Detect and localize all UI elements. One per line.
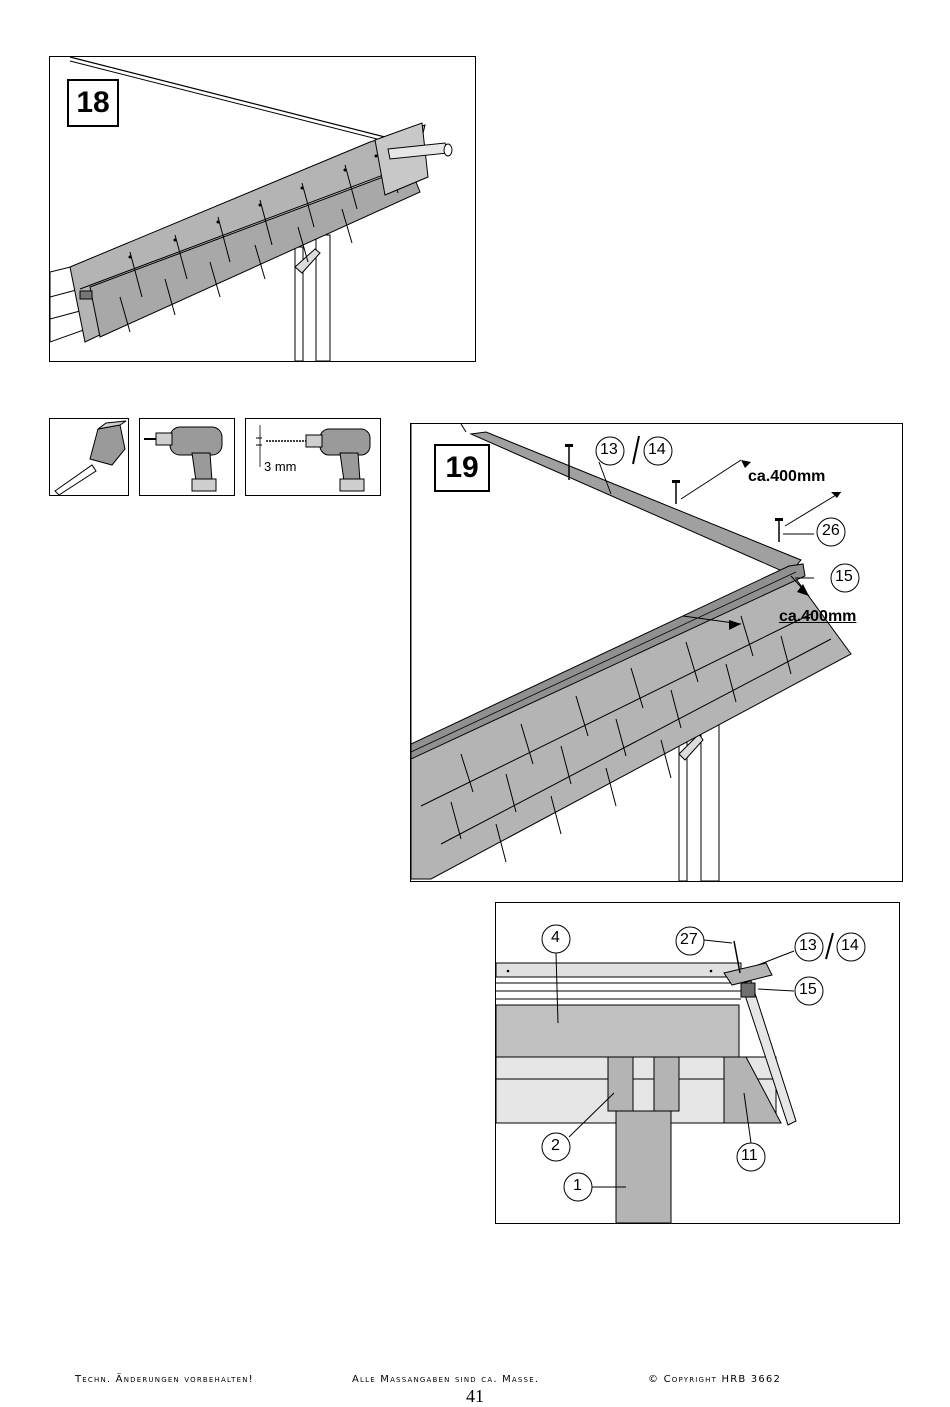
label-part-11: 11 (741, 1147, 758, 1164)
section-detail-panel: 4 27 13 14 15 2 11 1 (495, 902, 900, 1224)
footer-left-text: Techn. Änderungen vorbehalten! (75, 1374, 254, 1385)
footer-center-text: Alle Massangaben sind ca. Masse. (352, 1374, 540, 1385)
drill-spacing-label: 3 mm (264, 459, 297, 474)
label-part-26: 26 (822, 522, 840, 539)
label-part-27: 27 (680, 931, 698, 948)
label-part-13: 13 (600, 441, 618, 458)
step-18-panel: 18 (49, 56, 476, 362)
drill-bit-icon (256, 425, 371, 492)
label-part-14-detail: 14 (841, 937, 859, 954)
step-19-panel: 19 13 14 ca.400mm 26 15 ca.400mm (410, 423, 903, 882)
drill-icon (144, 426, 223, 492)
step-18-illustration (50, 57, 453, 361)
label-part-14: 14 (648, 441, 666, 458)
drill-tool-panel (139, 418, 235, 496)
label-spacing-bottom: ca.400mm (779, 608, 857, 625)
page-number: 41 (466, 1386, 484, 1406)
label-part-15-detail: 15 (799, 981, 817, 998)
label-part-4: 4 (551, 929, 560, 946)
label-part-13-detail: 13 (799, 937, 817, 954)
label-part-2: 2 (551, 1137, 560, 1154)
footer-right-text: © Copyright HRB 3662 (648, 1374, 782, 1385)
label-part-1: 1 (573, 1177, 582, 1194)
label-part-15: 15 (835, 568, 853, 585)
step-18-number: 18 (67, 79, 119, 127)
drill-3mm-tool-panel: 3 mm (245, 418, 381, 496)
step-19-number: 19 (434, 444, 490, 492)
section-detail-illustration (496, 924, 866, 1223)
tape-measure-icon (54, 420, 127, 495)
label-spacing-top: ca.400mm (748, 468, 826, 485)
step-19-illustration (411, 424, 860, 881)
tape-measure-tool-panel (49, 418, 129, 496)
